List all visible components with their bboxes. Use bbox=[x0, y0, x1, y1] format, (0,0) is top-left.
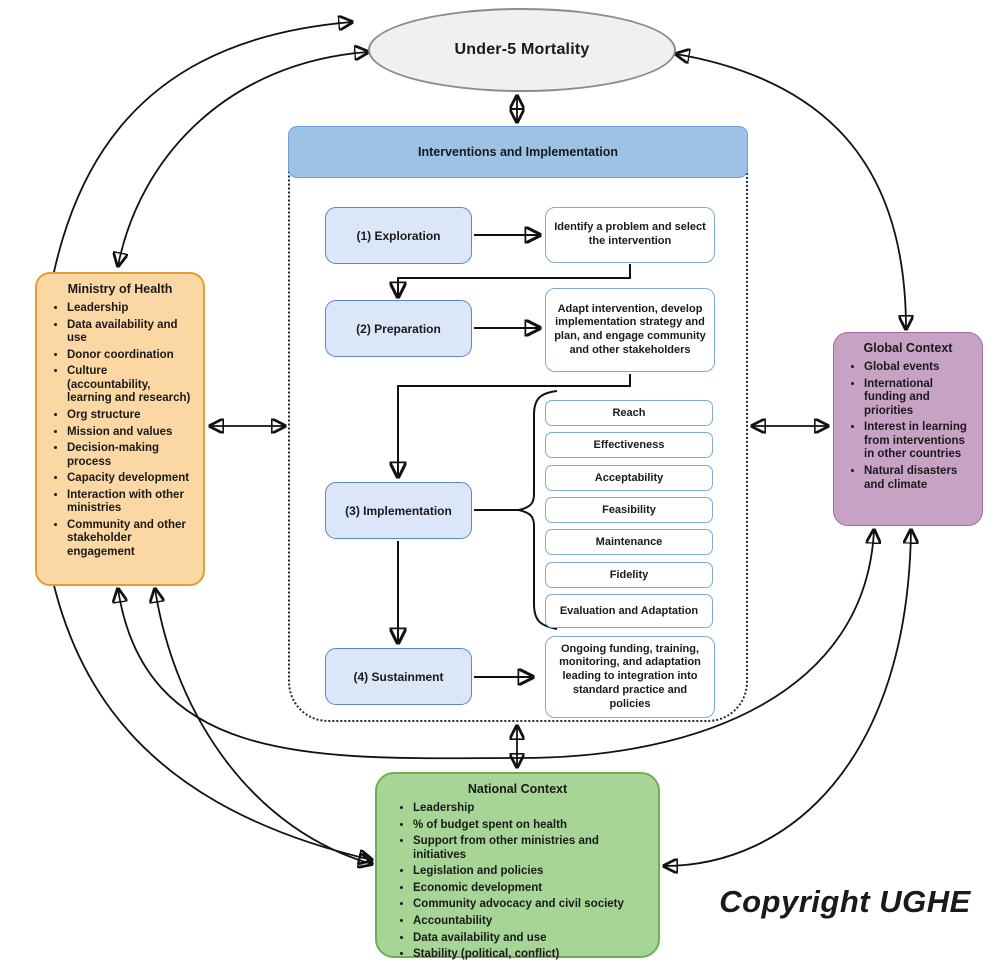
outcome-feasibility: Feasibility bbox=[545, 497, 713, 523]
national-context-title: National Context bbox=[467, 782, 568, 796]
stage-implementation: (3) Implementation bbox=[325, 482, 472, 539]
stage-exploration-label: (1) Exploration bbox=[356, 228, 441, 243]
outcome-reach: Reach bbox=[545, 400, 713, 426]
sustainment-detail-text: Ongoing funding, training, monitoring, a… bbox=[559, 642, 701, 710]
exploration-detail-box: Identify a problem and select the interv… bbox=[545, 207, 715, 263]
ministry-of-health-title: Ministry of Health bbox=[67, 282, 173, 296]
ministry-of-health-box: Ministry of Health LeadershipData availa… bbox=[35, 272, 205, 586]
under5-mortality-label: Under-5 Mortality bbox=[454, 41, 590, 58]
stage-sustainment-label: (4) Sustainment bbox=[353, 669, 444, 684]
bullet-item: Stability (political, conflict) bbox=[413, 948, 648, 962]
outcome-maintenance-label: Maintenance bbox=[595, 535, 663, 548]
under5-mortality-node: Under-5 Mortality bbox=[368, 8, 676, 92]
global-context-title: Global Context bbox=[863, 341, 953, 355]
outcome-effectiveness-label: Effectiveness bbox=[593, 438, 665, 451]
bullet-item: Leadership bbox=[413, 802, 648, 816]
national-context-list: Leadership % of budget spent on healthSup… bbox=[383, 802, 652, 962]
bullet-item: Mission and values bbox=[67, 426, 193, 440]
bullet-item: Data availability and use bbox=[413, 932, 648, 946]
bullet-item: Support from other ministries and initia… bbox=[413, 835, 648, 862]
outcome-feasibility-label: Feasibility bbox=[602, 503, 656, 516]
bullet-item: Culture (accountability, learning and re… bbox=[67, 365, 193, 406]
interventions-header: Interventions and Implementation bbox=[288, 126, 748, 178]
outcome-evaluation-adaptation: Evaluation and Adaptation bbox=[545, 594, 713, 628]
preparation-detail-box: Adapt intervention, develop implementati… bbox=[545, 288, 715, 372]
bullet-item: Accountability bbox=[413, 915, 648, 929]
ministry-of-health-list: LeadershipData availability and useDonor… bbox=[43, 302, 197, 560]
stage-preparation-label: (2) Preparation bbox=[356, 321, 441, 336]
bullet-item: Legislation and policies bbox=[413, 865, 648, 879]
bullet-item: International funding and priorities bbox=[864, 378, 972, 419]
outcome-reach-label: Reach bbox=[612, 406, 646, 419]
stage-implementation-label: (3) Implementation bbox=[345, 503, 452, 518]
interventions-header-label: Interventions and Implementation bbox=[417, 145, 619, 159]
outcome-effectiveness: Effectiveness bbox=[545, 432, 713, 458]
outcome-maintenance: Maintenance bbox=[545, 529, 713, 555]
bullet-item: Global events bbox=[864, 361, 972, 375]
exploration-detail-text: Identify a problem and select the interv… bbox=[554, 221, 706, 247]
bullet-item: Interaction with other ministries bbox=[67, 489, 193, 516]
global-context-box: Global Context Global eventsInternationa… bbox=[833, 332, 983, 526]
bullet-item: Data availability and use bbox=[67, 319, 193, 346]
bullet-item: Interest in learning from interventions … bbox=[864, 421, 972, 462]
outcome-acceptability-label: Acceptability bbox=[594, 471, 664, 484]
bullet-item: Community advocacy and civil society bbox=[413, 898, 648, 912]
sustainment-detail-box: Ongoing funding, training, monitoring, a… bbox=[545, 636, 715, 718]
bullet-item: Natural disasters and climate bbox=[864, 465, 972, 492]
bullet-item: Decision-making process bbox=[67, 442, 193, 469]
bullet-item: Org structure bbox=[67, 409, 193, 423]
bullet-item: Capacity development bbox=[67, 472, 193, 486]
stage-preparation: (2) Preparation bbox=[325, 300, 472, 357]
bullet-item: Donor coordination bbox=[67, 349, 193, 363]
bullet-item: Economic development bbox=[413, 882, 648, 896]
outcome-evaluation-adaptation-label: Evaluation and Adaptation bbox=[559, 604, 699, 617]
global-context-list: Global eventsInternational funding and p… bbox=[840, 361, 976, 492]
stage-sustainment: (4) Sustainment bbox=[325, 648, 472, 705]
outcome-acceptability: Acceptability bbox=[545, 465, 713, 491]
copyright-text: Copyright UGHE bbox=[719, 884, 971, 919]
bullet-item: Community and other stakeholder engageme… bbox=[67, 519, 193, 560]
bullet-item: % of budget spent on health bbox=[413, 819, 648, 833]
stage-exploration: (1) Exploration bbox=[325, 207, 472, 264]
national-context-box: National Context Leadership % of budget s… bbox=[375, 772, 660, 960]
outcome-fidelity-label: Fidelity bbox=[609, 568, 649, 581]
preparation-detail-text: Adapt intervention, develop implementati… bbox=[554, 302, 706, 356]
bullet-item: Leadership bbox=[67, 302, 193, 316]
outcome-fidelity: Fidelity bbox=[545, 562, 713, 588]
